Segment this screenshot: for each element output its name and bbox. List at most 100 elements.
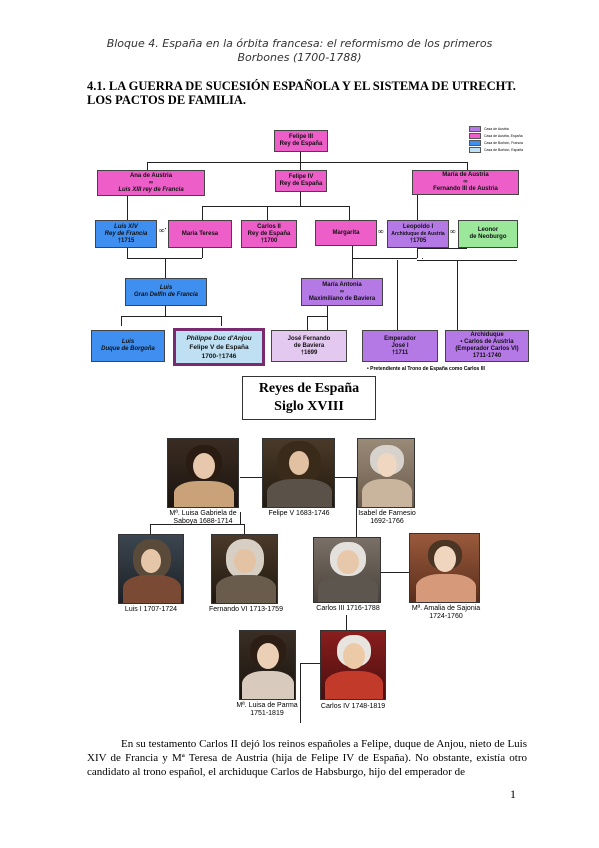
connector (121, 316, 221, 317)
connector (150, 524, 151, 534)
node-line: Philippe Duc d'Anjou (186, 334, 252, 342)
connector (300, 162, 301, 170)
connector (165, 306, 166, 316)
portrait-armor (267, 479, 332, 507)
portrait-face (141, 549, 161, 573)
node-line: Felipe V de España (189, 343, 249, 351)
node-line: Rey de España (279, 181, 323, 187)
node-felipe-iv: Felipe IV Rey de España (275, 170, 327, 192)
caption-felipe-v: Felipe V 1683-1746 (252, 510, 346, 518)
node-felipe-iii: Felipe III Rey de España (274, 130, 328, 152)
tree-legend: Casa de Austria Casa de Austria, España … (469, 126, 525, 156)
node-luis-xiv: Luis XIV Rey de Francia †1715 (95, 220, 157, 248)
node-line: Luis (159, 285, 173, 291)
node-line: (Emperador Carlos VI) (455, 346, 519, 352)
node-line: Fernando III de Austria (433, 186, 498, 192)
node-line: José I (391, 342, 409, 349)
connector (397, 260, 398, 330)
caption-isabel-farnesio: Isabel de Farnesio 1692-1766 (345, 510, 429, 526)
caption-line: Mª. Luisa Gabriela de (169, 510, 237, 517)
node-line: Rey de España (279, 141, 323, 147)
portrait-carlos-iii (313, 537, 381, 603)
portrait-armor (216, 575, 276, 603)
tree-footnote: • Pretendiente al Trono de España como C… (367, 366, 485, 372)
legend-swatch (469, 126, 481, 132)
legend-label: Casa de Borbón, Francia (484, 141, 523, 145)
caption-carlos-iii: Carlos III 1716-1788 (303, 605, 393, 613)
caption-line: 1692-1766 (370, 518, 404, 525)
portrait-face (193, 453, 215, 479)
node-line: Rey de España (247, 230, 291, 237)
node-maria-austria: María de Austria ∞ Fernando III de Austr… (412, 170, 519, 195)
connector (300, 152, 301, 162)
portrait-dress (242, 671, 294, 699)
connector (165, 258, 166, 278)
portrait-dress (416, 574, 476, 602)
node-line: de Baviera (293, 342, 325, 349)
caption-line: Carlos IV 1748-1819 (320, 703, 386, 710)
connector (300, 663, 301, 723)
node-leonor: Leonor de Neoburgo (458, 220, 518, 248)
caption-line: Felipe V 1683-1746 (268, 510, 330, 517)
node-archiduque-carlos: Archiduque • Carlos de Austria (Emperado… (445, 330, 529, 362)
connector (165, 228, 166, 229)
connector (356, 477, 357, 537)
node-line: Leonor (477, 227, 499, 233)
connector (381, 572, 409, 573)
node-maria-teresa: María Teresa (168, 220, 232, 248)
body-paragraph: En su testamento Carlos II dejó los rein… (87, 738, 527, 778)
header-line-1: Bloque 4. España en la órbita francesa: … (106, 37, 493, 50)
legend-swatch (469, 140, 481, 146)
node-line: Felipe III (288, 134, 313, 140)
page-number: 1 (510, 787, 516, 801)
portrait-face (289, 451, 309, 475)
node-line: †1705 (409, 237, 427, 244)
genealogy-tree: Casa de Austria Casa de Austria, España … (87, 120, 529, 375)
node-line: Luis (121, 339, 135, 345)
node-line: Emperador (384, 335, 416, 342)
portrait-maria-luisa-saboya (167, 438, 239, 508)
connector (307, 316, 327, 317)
connector (221, 316, 222, 326)
node-line: Carlos II (257, 223, 281, 230)
legend-item: Casa de Borbón, España (469, 147, 523, 153)
node-line: ∞ (463, 179, 468, 185)
connector (352, 258, 417, 259)
reyes-title-line-2: Siglo XVIII (274, 399, 344, 414)
connector (417, 248, 418, 258)
marriage-symbol: ∞ (159, 226, 165, 235)
connector (417, 248, 467, 249)
portrait-dress (174, 481, 234, 507)
node-line: Maximiliano de Baviera (308, 295, 376, 302)
connector (335, 477, 357, 478)
node-jose-fernando: José Fernando de Baviera †1699 (271, 330, 347, 362)
connector (352, 258, 353, 278)
caption-maria-amalia-sajonia: Mª. Amalia de Sajonia 1724-1760 (400, 605, 492, 621)
portrait-dress (362, 479, 412, 507)
node-line: ∞ (148, 179, 154, 186)
node-line: Leopoldo I (402, 223, 434, 230)
connector (352, 246, 353, 258)
connector (147, 162, 148, 170)
legend-swatch (469, 133, 481, 139)
connector (346, 615, 347, 632)
header-line-2: Borbones (1700-1788) (237, 51, 362, 64)
legend-label: Casa de Austria, España (484, 134, 523, 138)
caption-line: Mª. Luisa de Parma (236, 702, 298, 709)
node-line: María Antonia (322, 281, 362, 288)
connector (240, 512, 241, 524)
connector (300, 663, 320, 664)
connector (417, 195, 418, 220)
legend-label: Casa de Austria (484, 127, 509, 131)
node-line: Luis XIV (114, 223, 138, 230)
node-ana-austria: Ana de Austria ∞ Luis XIII rey de Franci… (97, 170, 205, 196)
portrait-maria-amalia-sajonia (409, 533, 480, 603)
caption-line: Luis I 1707-1724 (124, 606, 178, 613)
portrait-luis-i (118, 534, 184, 604)
node-line: Felipe IV (288, 174, 314, 180)
legend-item: Casa de Austria, España (469, 133, 523, 139)
portrait-armor (318, 576, 378, 602)
portrait-coat (123, 575, 181, 603)
connector (349, 206, 350, 220)
connector (244, 524, 245, 534)
